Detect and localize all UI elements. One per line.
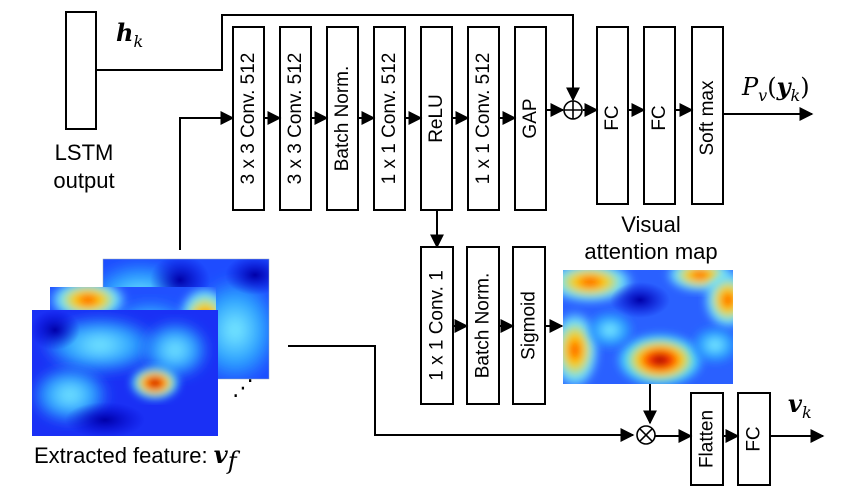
block-box (643, 26, 676, 205)
attention-map-label-line1: Visual (621, 212, 681, 237)
block-box (326, 26, 359, 211)
block-conv3-b: 3 x 3 Conv. 512 (279, 26, 312, 211)
attention-path: 1 x 1 Conv. 1 Batch Norm. Sigmoid (420, 246, 546, 405)
lstm-output-block (65, 11, 97, 130)
output-path: Flatten FC (690, 392, 771, 486)
block-conv1-b: 1 x 1 Conv. 512 (467, 26, 500, 211)
block-bn-main: Batch Norm. (326, 26, 359, 211)
add-operator (563, 100, 583, 120)
block-box (232, 26, 265, 211)
block-box (514, 26, 547, 211)
feature-to-main-arrow (179, 111, 235, 250)
block-fc-a: FC (596, 26, 629, 205)
block-box (691, 26, 724, 205)
output-vector-label: vk (788, 389, 812, 422)
probability-label: Pv(yk) (741, 72, 810, 105)
block-label: Sigmoid (519, 291, 540, 360)
block-label: 3 x 3 Conv. 512 (238, 53, 259, 185)
block-box (690, 392, 724, 486)
block-box (373, 26, 406, 211)
block-fc-out: FC (737, 392, 771, 486)
block-label: Flatten (697, 410, 718, 468)
block-label: Batch Norm. (473, 273, 494, 379)
attention-map-label-line2: attention map (584, 239, 717, 264)
block-label: 1 x 1 Conv. 512 (379, 53, 400, 185)
multiply-operator (636, 425, 656, 445)
lstm-caption-line2: output (53, 168, 114, 193)
block-box (512, 246, 546, 405)
block-relu: ReLU (420, 26, 453, 211)
block-conv1-att: 1 x 1 Conv. 1 (420, 246, 454, 405)
block-box (420, 246, 454, 405)
block-label: Soft max (697, 80, 718, 155)
block-softmax: Soft max (691, 26, 724, 205)
block-label: FC (744, 426, 765, 451)
block-label: 1 x 1 Conv. 512 (473, 53, 494, 185)
block-flatten: Flatten (690, 392, 724, 486)
block-box (596, 26, 629, 205)
block-label: 3 x 3 Conv. 512 (285, 53, 306, 185)
block-box (737, 392, 771, 486)
feature-to-multiply-arrow (288, 345, 635, 442)
extracted-feature-maps: ⋰ (32, 258, 270, 436)
lstm-skip-connection (96, 14, 580, 102)
block-label: FC (602, 105, 623, 130)
main-path: 3 x 3 Conv. 512 3 x 3 Conv. 512 Batch Norm… (232, 26, 724, 211)
block-label: Batch Norm. (332, 66, 353, 172)
visual-attention-map (563, 270, 733, 384)
block-label: GAP (520, 98, 541, 138)
hidden-state-label: hk (116, 18, 143, 51)
lstm-caption-line1: LSTM (55, 140, 114, 165)
block-box (420, 26, 453, 211)
block-conv3-a: 3 x 3 Conv. 512 (232, 26, 265, 211)
more-maps-ellipsis: ⋰ (232, 376, 254, 401)
block-fc-b: FC (643, 26, 676, 205)
block-conv1-a: 1 x 1 Conv. 512 (373, 26, 406, 211)
block-bn-att: Batch Norm. (466, 246, 500, 405)
block-label: FC (649, 105, 670, 130)
feature-caption: Extracted feature: vf (34, 440, 241, 475)
block-label: ReLU (426, 94, 447, 143)
block-gap: GAP (514, 26, 547, 211)
block-sigmoid: Sigmoid (512, 246, 546, 405)
block-label: 1 x 1 Conv. 1 (427, 270, 448, 381)
